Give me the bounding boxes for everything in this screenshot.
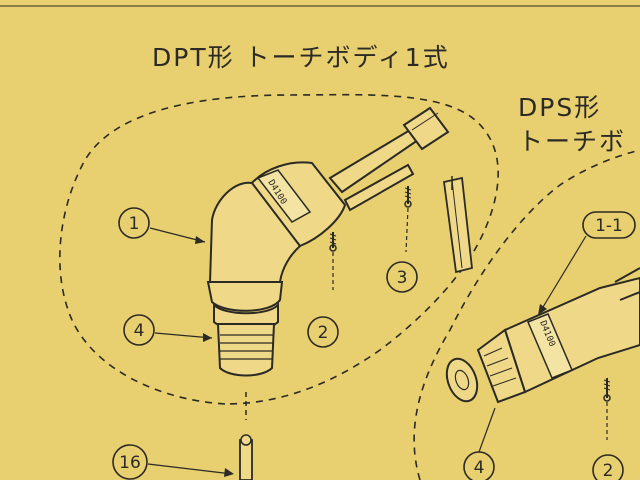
svg-text:1: 1 xyxy=(129,214,140,234)
svg-text:3: 3 xyxy=(397,268,408,288)
dps-torch-body: D4100 xyxy=(445,267,640,404)
svg-text:4: 4 xyxy=(134,321,145,341)
dpt-torch-body: D4100 xyxy=(206,106,450,377)
dps-subtitle: トーチボ xyxy=(518,127,627,156)
callout-3: 3 xyxy=(386,261,418,293)
callout-1: 1 xyxy=(118,207,206,244)
svg-text:2: 2 xyxy=(603,461,614,480)
svg-text:4: 4 xyxy=(474,458,485,478)
screw-part-2 xyxy=(329,232,337,290)
callout-4: 4 xyxy=(123,314,213,346)
svg-text:16: 16 xyxy=(119,453,141,473)
callout-2: 2 xyxy=(307,316,339,348)
screw-dps xyxy=(603,378,611,440)
key-pin-part xyxy=(442,176,473,274)
dpt-group-boundary xyxy=(59,93,499,405)
svg-text:1-1: 1-1 xyxy=(595,216,623,236)
dps-group-boundary xyxy=(413,149,640,480)
dpt-title: DPT形 トーチボディ1式 xyxy=(152,43,450,72)
callout-16: 16 xyxy=(112,444,234,480)
screw-part-3 xyxy=(404,186,412,253)
svg-text:2: 2 xyxy=(318,323,329,343)
rod-part-16 xyxy=(239,434,253,480)
callout-1-1: 1-1 xyxy=(538,211,636,315)
callout-4-dps: 4 xyxy=(463,407,496,480)
callout-2-dps: 2 xyxy=(592,454,624,480)
dps-title: DPS形 xyxy=(518,93,602,122)
